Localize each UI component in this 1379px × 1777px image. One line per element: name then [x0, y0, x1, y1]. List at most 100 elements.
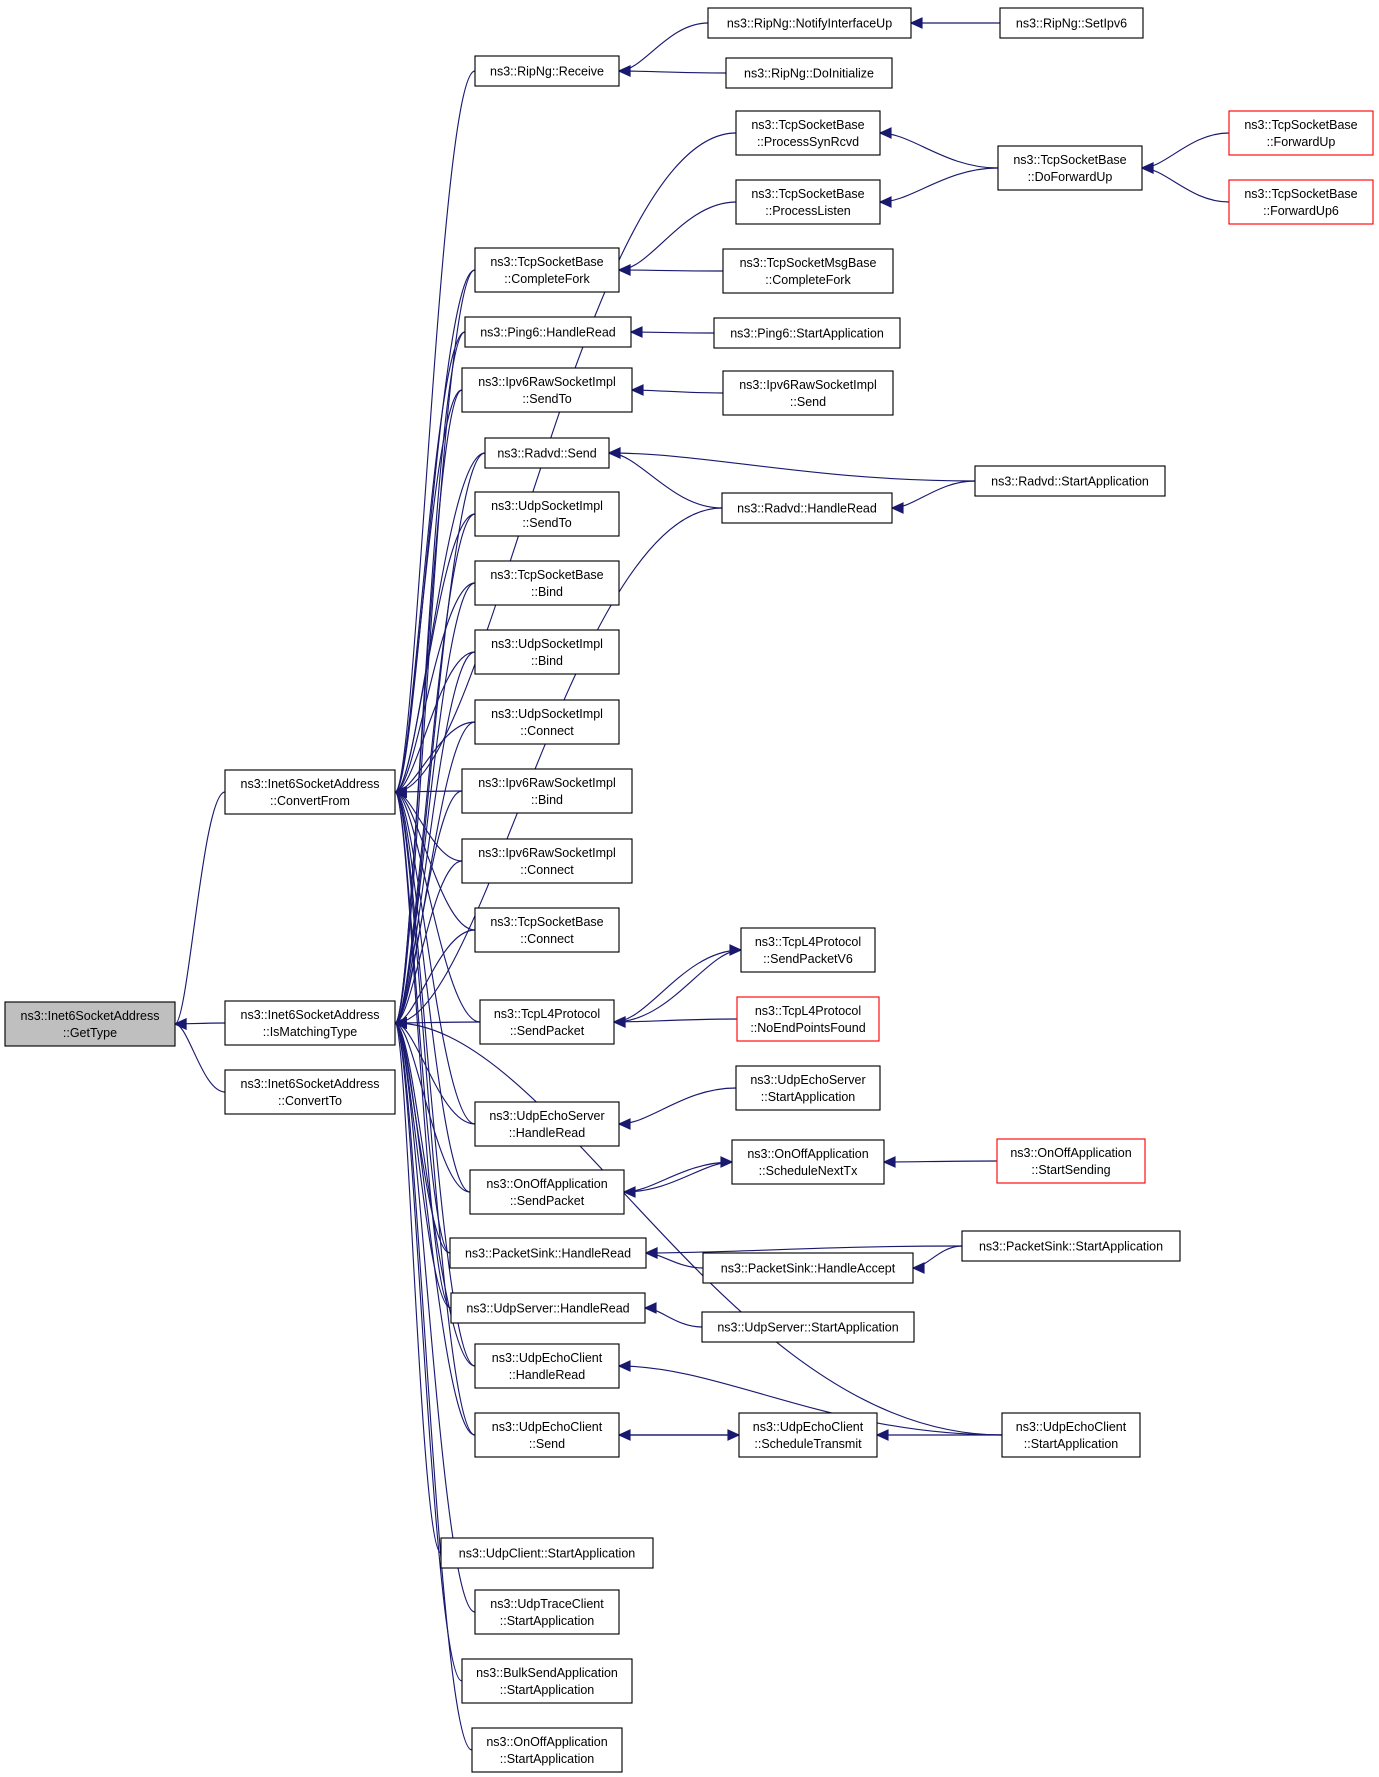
edge-line — [394, 651, 476, 793]
function-node[interactable]: ns3::TcpSocketBase::Connect — [474, 907, 620, 953]
function-node[interactable]: ns3::Radvd::Send — [484, 437, 610, 469]
edge-line — [394, 269, 476, 1024]
function-node[interactable]: ns3::UdpEchoClient::StartApplication — [1001, 1412, 1141, 1458]
call-edge — [613, 944, 743, 1023]
function-node[interactable]: ns3::UdpEchoClient::Send — [474, 1412, 620, 1458]
node-box — [1001, 1412, 1141, 1458]
function-node[interactable]: ns3::PacketSink::HandleAccept — [702, 1252, 914, 1284]
function-node[interactable]: ns3::UdpServer::StartApplication — [701, 1311, 915, 1343]
function-node[interactable]: ns3::Ping6::HandleRead — [464, 316, 632, 348]
function-node[interactable]: ns3::TcpSocketMsgBase::CompleteFork — [722, 248, 894, 294]
function-node[interactable]: ns3::TcpL4Protocol::SendPacket — [479, 999, 615, 1045]
function-node[interactable]: ns3::UdpEchoClient::ScheduleTransmit — [738, 1412, 878, 1458]
function-node[interactable]: ns3::BulkSendApplication::StartApplicati… — [461, 1658, 633, 1704]
node-label: ns3::OnOffApplication — [747, 1147, 868, 1161]
function-node[interactable]: ns3::TcpSocketBase::Bind — [474, 560, 620, 606]
node-box — [461, 1658, 633, 1704]
function-node[interactable]: ns3::TcpSocketBase::ProcessListen — [735, 179, 881, 225]
node-label: ns3::UdpClient::StartApplication — [459, 1547, 636, 1561]
function-node[interactable]: ns3::Ipv6RawSocketImpl::SendTo — [461, 367, 633, 413]
node-label: ns3::TcpL4Protocol — [755, 1004, 861, 1018]
call-edge — [878, 167, 999, 208]
function-node[interactable]: ns3::TcpSocketBase::ProcessSynRcvd — [735, 110, 881, 156]
function-node[interactable]: ns3::Ipv6RawSocketImpl::Send — [722, 370, 894, 416]
function-node[interactable]: ns3::TcpSocketBase::DoForwardUp — [997, 145, 1143, 191]
node-label: ::CompleteFork — [765, 273, 851, 287]
node-box — [713, 317, 901, 349]
node-box — [701, 1311, 915, 1343]
function-node[interactable]: ns3::Ipv6RawSocketImpl::Connect — [461, 838, 633, 884]
node-label: ::StartApplication — [500, 1683, 595, 1697]
function-node[interactable]: ns3::OnOffApplication::StartSending — [996, 1138, 1146, 1184]
function-node[interactable]: ns3::TcpSocketBase::ForwardUp6 — [1228, 179, 1374, 225]
node-box — [450, 1292, 646, 1324]
arrowhead-icon — [729, 944, 743, 956]
edge-line — [883, 1160, 998, 1163]
function-node[interactable]: ns3::RipNg::Receive — [474, 55, 620, 87]
function-node[interactable]: ns3::RipNg::DoInitialize — [725, 57, 893, 89]
edge-line — [394, 791, 476, 1367]
function-node[interactable]: ns3::UdpSocketImpl::Connect — [474, 699, 620, 745]
node-label: ns3::TcpSocketBase — [751, 187, 864, 201]
node-label: ns3::UdpServer::HandleRead — [466, 1302, 629, 1316]
node-box — [725, 57, 893, 89]
node-box — [479, 999, 615, 1045]
function-node[interactable]: ns3::Ipv6RawSocketImpl::Bind — [461, 768, 633, 814]
function-node[interactable]: ns3::OnOffApplication::StartApplication — [471, 1727, 623, 1773]
function-node[interactable]: ns3::PacketSink::StartApplication — [961, 1230, 1181, 1262]
node-label: ns3::UdpEchoClient — [492, 1420, 603, 1434]
node-box — [474, 491, 620, 537]
function-node[interactable]: ns3::UdpEchoClient::HandleRead — [474, 1343, 620, 1389]
edge-line — [394, 70, 476, 793]
function-node[interactable]: ns3::OnOffApplication::SendPacket — [469, 1169, 625, 1215]
edge-line — [394, 791, 452, 1309]
node-label: ns3::UdpEchoServer — [750, 1073, 865, 1087]
function-node[interactable]: ns3::UdpServer::HandleRead — [450, 1292, 646, 1324]
function-node[interactable]: ns3::UdpEchoServer::HandleRead — [474, 1101, 620, 1147]
node-label: ::CompleteFork — [504, 272, 590, 286]
function-node[interactable]: ns3::UdpSocketImpl::Bind — [474, 629, 620, 675]
node-label: ns3::TcpSocketBase — [490, 255, 603, 269]
function-node[interactable]: ns3::UdpSocketImpl::SendTo — [474, 491, 620, 537]
node-box — [449, 1237, 647, 1269]
function-node[interactable]: ns3::Inet6SocketAddress::ConvertTo — [224, 1069, 396, 1115]
arrowhead-icon — [720, 1156, 734, 1168]
edge-line — [394, 791, 471, 1193]
node-box — [707, 7, 912, 39]
function-node[interactable]: ns3::TcpSocketBase::CompleteFork — [474, 247, 620, 293]
node-box — [471, 1727, 623, 1773]
function-node[interactable]: ns3::UdpEchoServer::StartApplication — [735, 1065, 881, 1111]
node-box — [974, 465, 1166, 497]
edge-line — [891, 480, 976, 509]
node-box — [474, 1343, 620, 1389]
node-label: ::StartApplication — [500, 1614, 595, 1628]
function-node[interactable]: ns3::Ping6::StartApplication — [713, 317, 901, 349]
function-node[interactable]: ns3::RipNg::NotifyInterfaceUp — [707, 7, 912, 39]
function-node[interactable]: ns3::UdpTraceClient::StartApplication — [474, 1589, 620, 1635]
function-node[interactable]: ns3::UdpClient::StartApplication — [440, 1537, 654, 1569]
node-label: ns3::PacketSink::HandleRead — [465, 1247, 631, 1261]
node-label: ::DoForwardUp — [1028, 170, 1113, 184]
call-edge — [617, 1087, 737, 1130]
function-node[interactable]: ns3::Radvd::HandleRead — [721, 492, 893, 524]
arrowhead-icon — [617, 264, 631, 276]
function-node[interactable]: ns3::TcpSocketBase::ForwardUp — [1228, 110, 1374, 156]
function-node[interactable]: ns3::TcpL4Protocol::NoEndPointsFound — [736, 996, 880, 1042]
function-node[interactable]: ns3::Inet6SocketAddress::ConvertFrom — [224, 769, 396, 815]
function-node[interactable]: ns3::Inet6SocketAddress::GetType — [4, 1001, 176, 1047]
function-node[interactable]: ns3::Inet6SocketAddress::IsMatchingType — [224, 1000, 396, 1046]
node-label: ::Bind — [531, 793, 563, 807]
function-node[interactable]: ns3::TcpL4Protocol::SendPacketV6 — [740, 927, 876, 973]
edge-line — [394, 1022, 442, 1554]
function-node[interactable]: ns3::Radvd::StartApplication — [974, 465, 1166, 497]
node-box — [735, 179, 881, 225]
node-box — [224, 1000, 396, 1046]
function-node[interactable]: ns3::OnOffApplication::ScheduleNextTx — [731, 1139, 885, 1185]
call-edge — [617, 1360, 1003, 1436]
function-node[interactable]: ns3::RipNg::SetIpv6 — [999, 7, 1144, 39]
node-label: ns3::RipNg::Receive — [490, 65, 604, 79]
edge-line — [174, 1023, 226, 1093]
function-node[interactable]: ns3::PacketSink::HandleRead — [449, 1237, 647, 1269]
node-box — [461, 768, 633, 814]
node-box — [722, 370, 894, 416]
